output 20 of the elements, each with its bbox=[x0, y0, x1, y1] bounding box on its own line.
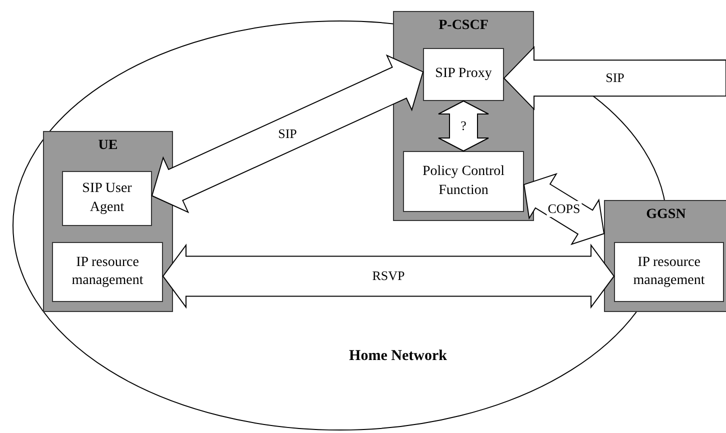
block-arrow bbox=[503, 46, 726, 110]
function-label: SIP User Agent bbox=[81, 180, 133, 216]
network-entity-box bbox=[604, 200, 726, 312]
function-label: SIP Proxy bbox=[435, 65, 492, 84]
function-box bbox=[423, 48, 504, 101]
function-label: IP resource management bbox=[632, 254, 706, 290]
function-box bbox=[403, 151, 524, 212]
function-label: IP resource management bbox=[70, 254, 144, 290]
network-label: Home Network bbox=[349, 348, 447, 365]
function-box bbox=[62, 171, 152, 226]
block-arrow bbox=[151, 54, 424, 214]
function-label: Policy Control Function bbox=[421, 163, 506, 200]
entity-label: UE bbox=[97, 138, 119, 154]
entity-label: P-CSCF bbox=[438, 18, 490, 34]
function-box bbox=[52, 242, 163, 302]
edge-label: COPS bbox=[546, 201, 582, 218]
block-arrow bbox=[438, 100, 489, 152]
entity-label: GGSN bbox=[645, 207, 687, 223]
block-arrow bbox=[162, 244, 615, 309]
function-box bbox=[614, 242, 724, 302]
